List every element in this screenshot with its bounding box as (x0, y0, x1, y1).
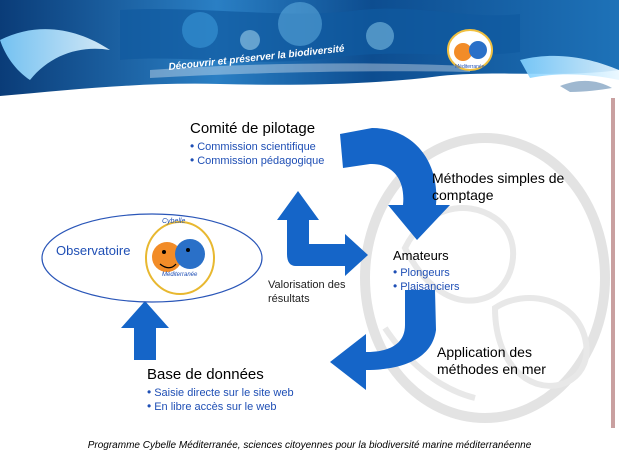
valorisation-label: Valorisation des résultats (268, 279, 346, 305)
arrow-observatoire-to-comite (277, 191, 368, 276)
footer-text: Programme Cybelle Méditerranée, sciences… (87, 440, 532, 451)
base-title: Base de données (147, 366, 264, 383)
arrow-comite-to-amateurs (340, 128, 450, 240)
comite-title: Comité de pilotage (190, 120, 316, 137)
arrow-amateurs-to-base (330, 290, 436, 390)
base-item-2: •En libre accès sur le web (147, 399, 277, 413)
header-banner (0, 0, 619, 98)
methodes-label: Méthodes simples de comptage (432, 170, 565, 203)
amateurs-title: Amateurs (393, 248, 449, 263)
comite-item-2: •Commission pédagogique (190, 153, 325, 167)
application-label: Application des méthodes en mer (437, 344, 546, 377)
observatoire-logo (145, 221, 215, 295)
banner-logo-label: Méditerranée (455, 64, 485, 70)
observatoire-label: Observatoire (56, 243, 131, 258)
observatoire-logo-bottom: Méditerranée (162, 272, 198, 278)
base-item-1: •Saisie directe sur le site web (147, 385, 294, 399)
arrow-base-to-observatoire (121, 301, 169, 360)
right-edge-bar (611, 98, 615, 428)
banner-logo (447, 29, 493, 71)
amateurs-item-2: •Plaisanciers (393, 279, 460, 293)
observatoire-logo-top: Cybelle (162, 218, 186, 225)
observatoire-ellipse (41, 213, 263, 303)
amateurs-item-1: •Plongeurs (393, 265, 450, 279)
comite-item-1: •Commission scientifique (190, 139, 316, 153)
